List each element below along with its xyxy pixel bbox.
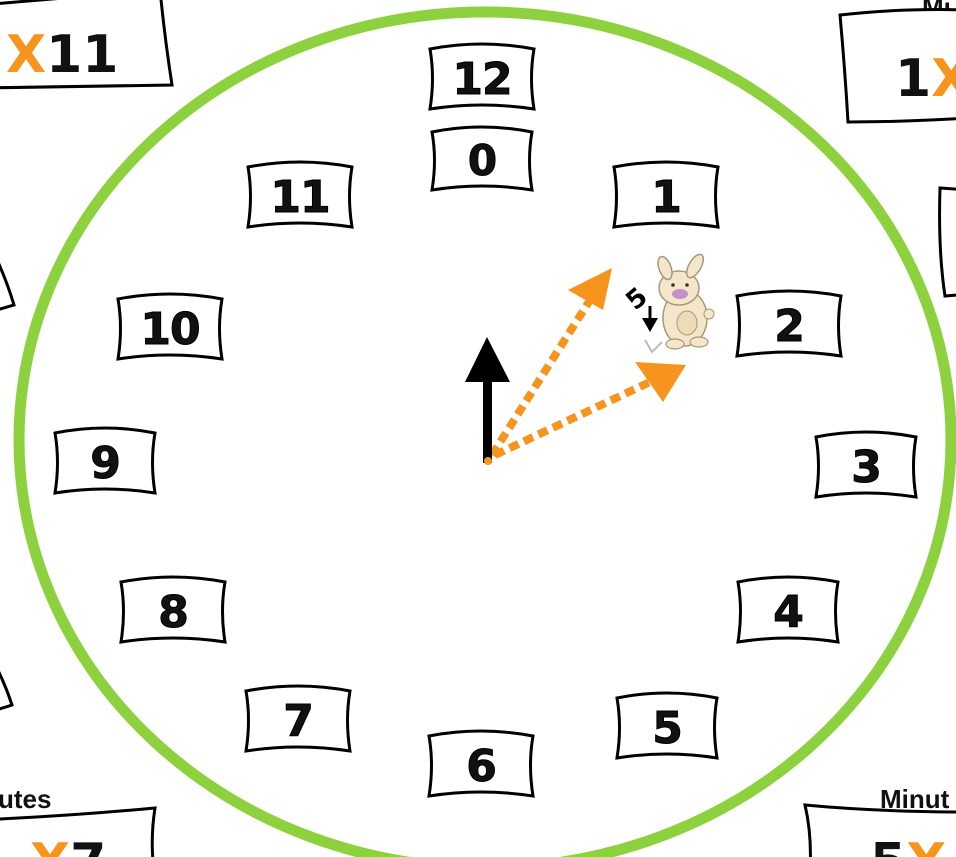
clock-number-label: 4 — [773, 587, 803, 638]
side-card-top-right: Mi 1X — [840, 0, 956, 122]
edge-card-left-upper — [0, 245, 14, 312]
side-card-top-left: X11 — [0, 0, 172, 88]
clock-number-label: 8 — [158, 587, 188, 638]
times-sign: X — [30, 833, 70, 857]
times-sign: X — [6, 25, 46, 85]
clock-number-label: 10 — [140, 304, 199, 355]
clock-number-12: 12 — [430, 44, 534, 109]
clock-number-inner-0: 0 — [432, 127, 532, 190]
clock-number-10: 10 — [118, 294, 222, 359]
svg-text:5X: 5X — [870, 833, 946, 857]
svg-text:X11: X11 — [6, 25, 118, 85]
side-card-number: 7 — [70, 833, 106, 857]
clock-number-6: 6 — [429, 731, 533, 796]
clock-number-5: 5 — [617, 693, 717, 758]
side-card-bottom-right: Minut 5X — [805, 784, 956, 857]
svg-text:1X: 1X — [895, 49, 956, 109]
clock-number-3: 3 — [816, 432, 916, 497]
clock-number-label: 7 — [283, 696, 313, 747]
times-sign: X — [931, 49, 956, 109]
clock-number-1: 1 — [614, 162, 718, 227]
clock-number-label: 2 — [774, 301, 804, 352]
clock-number-7: 7 — [246, 686, 350, 751]
clock-number-8: 8 — [121, 577, 225, 642]
side-card-number: 1 — [895, 49, 931, 109]
times-sign: X — [906, 833, 946, 857]
clock-number-label: 1 — [651, 172, 681, 223]
clock-number-4: 4 — [738, 577, 838, 642]
clock-number-label: 5 — [652, 703, 682, 754]
side-card-bottom-left: utes X7 — [0, 784, 155, 857]
side-card-number: 5 — [870, 833, 906, 857]
clock-number-label: 0 — [468, 136, 496, 185]
clock-number-label: 6 — [466, 741, 496, 792]
edge-card-left-lower — [0, 655, 12, 712]
clock-number-label: 12 — [452, 54, 511, 105]
clock-center — [484, 457, 492, 465]
clock-number-11: 11 — [248, 162, 352, 227]
side-card-label: utes — [0, 784, 51, 814]
clock-number-label: 3 — [851, 442, 881, 493]
clock-number-2: 2 — [737, 291, 841, 356]
svg-text:X7: X7 — [30, 833, 106, 857]
clock-number-9: 9 — [55, 428, 155, 493]
clock-number-label: 11 — [270, 172, 329, 223]
side-card-number: 11 — [46, 25, 118, 85]
clock-number-label: 9 — [90, 438, 120, 489]
edge-card-right — [940, 188, 956, 296]
